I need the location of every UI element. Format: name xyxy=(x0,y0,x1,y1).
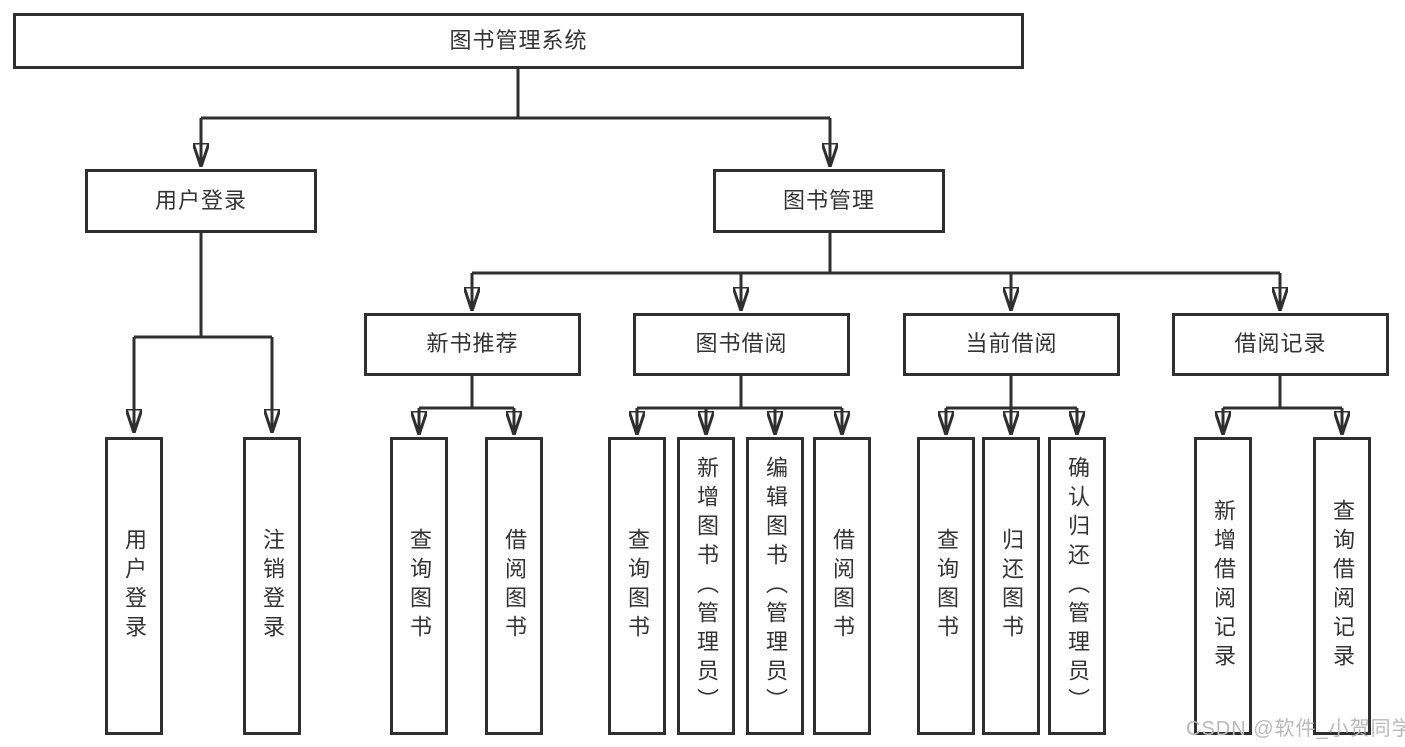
leaf-query-books-current: 查询图书 xyxy=(917,437,975,735)
leaf-confirm-return-admin-label: 确认归还（管理员） xyxy=(1065,455,1090,717)
leaf-query-books-current-label: 查询图书 xyxy=(934,528,959,644)
leaf-edit-book-admin-label: 编辑图书（管理员） xyxy=(763,455,788,717)
leaf-add-book-admin-label: 新增图书（管理员） xyxy=(694,455,719,717)
node-user-login: 用户登录 xyxy=(85,169,317,233)
node-user-login-label: 用户登录 xyxy=(154,187,247,213)
node-book-borrowing-label: 图书借阅 xyxy=(695,331,788,357)
node-new-book-recommend-label: 新书推荐 xyxy=(426,331,519,357)
node-borrowing-records-label: 借阅记录 xyxy=(1234,331,1327,357)
leaf-add-book-admin: 新增图书（管理员） xyxy=(677,437,735,735)
node-library-system-label: 图书管理系统 xyxy=(449,27,588,53)
leaf-borrow-books-recommend-label: 借阅图书 xyxy=(502,528,527,644)
node-borrowing-records: 借阅记录 xyxy=(1172,313,1389,376)
node-book-borrowing: 图书借阅 xyxy=(633,313,850,376)
leaf-query-borrow-record: 查询借阅记录 xyxy=(1313,437,1371,735)
leaf-query-books-recommend-label: 查询图书 xyxy=(407,528,432,644)
node-current-borrowing: 当前借阅 xyxy=(903,313,1120,376)
leaf-query-books-recommend: 查询图书 xyxy=(390,437,448,735)
leaf-query-books-borrowing: 查询图书 xyxy=(608,437,666,735)
leaf-edit-book-admin: 编辑图书（管理员） xyxy=(746,437,804,735)
node-book-management-label: 图书管理 xyxy=(782,187,875,213)
leaf-borrow-books-borrowing: 借阅图书 xyxy=(813,437,871,735)
node-current-borrowing-label: 当前借阅 xyxy=(965,331,1058,357)
leaf-return-book: 归还图书 xyxy=(982,437,1040,735)
leaf-query-borrow-record-label: 查询借阅记录 xyxy=(1330,499,1355,673)
leaf-query-books-borrowing-label: 查询图书 xyxy=(625,528,650,644)
leaf-add-borrow-record: 新增借阅记录 xyxy=(1194,437,1252,735)
leaf-return-book-label: 归还图书 xyxy=(999,528,1024,644)
leaf-add-borrow-record-label: 新增借阅记录 xyxy=(1211,499,1236,673)
leaf-logout-label: 注销登录 xyxy=(260,528,285,644)
node-book-management: 图书管理 xyxy=(713,169,945,233)
leaf-user-login-label: 用户登录 xyxy=(122,528,147,644)
leaf-borrow-books-recommend: 借阅图书 xyxy=(485,437,543,735)
node-new-book-recommend: 新书推荐 xyxy=(364,313,581,376)
leaf-confirm-return-admin: 确认归还（管理员） xyxy=(1048,437,1106,735)
leaf-user-login: 用户登录 xyxy=(105,437,163,735)
csdn-watermark: CSDN @软件_小贺同学 xyxy=(1186,718,1405,740)
node-library-system: 图书管理系统 xyxy=(13,13,1024,69)
leaf-logout: 注销登录 xyxy=(243,437,301,735)
connector-arrows xyxy=(134,118,1342,431)
connector-rails xyxy=(134,69,1342,410)
leaf-borrow-books-borrowing-label: 借阅图书 xyxy=(830,528,855,644)
